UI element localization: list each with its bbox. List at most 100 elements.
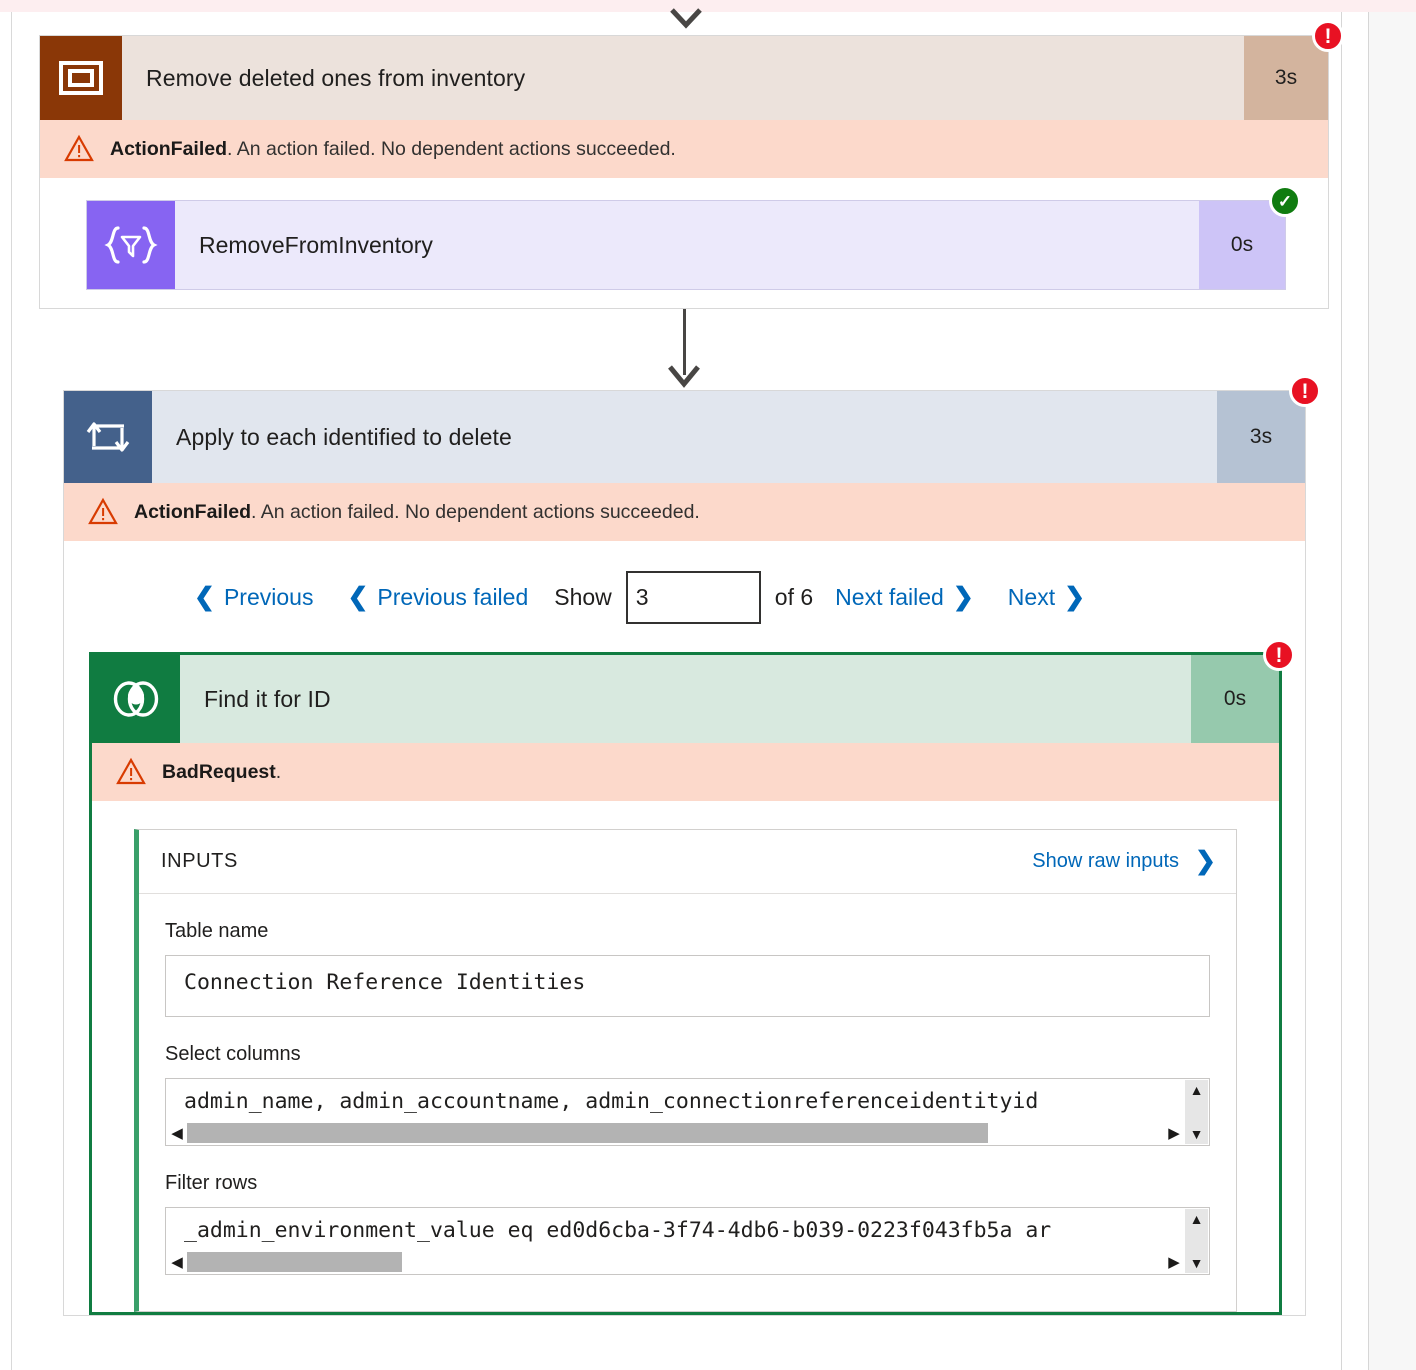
scope-children: ✓ RemoveFromInventory 0s bbox=[40, 185, 1328, 308]
field-label: Select columns bbox=[165, 1043, 301, 1065]
inputs-section-title: INPUTS bbox=[161, 850, 238, 872]
status-badge-failed: ! bbox=[1312, 20, 1344, 52]
vertical-scrollbar[interactable]: ▲ ▼ bbox=[1185, 1209, 1208, 1273]
scope-icon bbox=[40, 36, 122, 120]
inputs-panel: INPUTS Show raw inputs ❯ Table name Conn… bbox=[134, 829, 1237, 1312]
status-glyph: ! bbox=[1301, 379, 1309, 403]
apply-to-each-card[interactable]: ! Apply to each identified to delete 3s bbox=[63, 375, 1321, 1316]
status-glyph: ! bbox=[1324, 24, 1332, 48]
field-value: admin_name, admin_accountname, admin_con… bbox=[184, 1089, 1039, 1114]
field-label: Filter rows bbox=[165, 1172, 258, 1194]
canvas-rail-right-1 bbox=[1341, 12, 1342, 1370]
hscroll-track[interactable] bbox=[187, 1123, 1164, 1143]
field-filter-rows: Filter rows _admin_environment_value eq … bbox=[165, 1172, 1210, 1275]
dataverse-action-title: Find it for ID bbox=[204, 685, 331, 712]
horizontal-scrollbar[interactable]: ◀ ▶ bbox=[167, 1251, 1184, 1273]
connector-arrow-top bbox=[669, 8, 702, 29]
previous-button[interactable]: ❮ Previous bbox=[194, 584, 313, 611]
dataverse-error-strip: BadRequest. bbox=[92, 743, 1279, 801]
status-glyph: ✓ bbox=[1277, 191, 1293, 211]
apply-to-each-error-text: ActionFailed. An action failed. No depen… bbox=[134, 501, 700, 524]
scope-action-card[interactable]: ! Remove deleted ones from inventory 3s … bbox=[39, 20, 1344, 309]
horizontal-scrollbar[interactable]: ◀ ▶ bbox=[167, 1122, 1184, 1144]
apply-to-each-header[interactable]: Apply to each identified to delete 3s bbox=[64, 391, 1305, 483]
apply-to-each-error-strip: ActionFailed. An action failed. No depen… bbox=[64, 483, 1305, 541]
iteration-pager: ❮ Previous ❮ Previous failed Show of 6 N… bbox=[64, 541, 1305, 652]
scope-body-top-spacer bbox=[40, 178, 1328, 200]
scope-title: Remove deleted ones from inventory bbox=[146, 64, 526, 91]
field-label: Table name bbox=[165, 920, 269, 942]
field-value-box[interactable]: _admin_environment_value eq ed0d6cba-3f7… bbox=[165, 1207, 1210, 1275]
connector-line-1 bbox=[683, 309, 686, 375]
hscroll-thumb[interactable] bbox=[187, 1252, 402, 1272]
connector-arrow-1 bbox=[667, 364, 700, 388]
next-button[interactable]: Next ❯ bbox=[1008, 584, 1085, 611]
scroll-right-icon[interactable]: ▶ bbox=[1168, 1253, 1180, 1271]
chevron-right-icon: ❯ bbox=[1195, 847, 1216, 875]
iteration-index-input[interactable] bbox=[625, 571, 761, 624]
previous-failed-button[interactable]: ❮ Previous failed bbox=[347, 584, 528, 611]
next-failed-label: Next failed bbox=[835, 584, 944, 610]
scroll-up-icon[interactable]: ▲ bbox=[1189, 1082, 1204, 1098]
field-value: _admin_environment_value eq ed0d6cba-3f7… bbox=[184, 1218, 1052, 1243]
field-table-name: Table name Connection Reference Identiti… bbox=[165, 920, 1210, 1017]
error-message: . An action failed. No dependent actions… bbox=[251, 500, 700, 523]
scope-error-text: ActionFailed. An action failed. No depen… bbox=[110, 138, 676, 161]
chevron-left-icon: ❮ bbox=[194, 583, 215, 611]
next-failed-button[interactable]: Next failed ❯ bbox=[835, 584, 974, 611]
vertical-scrollbar[interactable]: ▲ ▼ bbox=[1185, 1080, 1208, 1144]
scope-duration: 3s bbox=[1244, 36, 1328, 120]
scroll-left-icon[interactable]: ◀ bbox=[171, 1253, 183, 1271]
scroll-down-icon[interactable]: ▼ bbox=[1189, 1126, 1204, 1142]
error-code: BadRequest bbox=[162, 760, 276, 783]
filter-array-duration: 0s bbox=[1199, 201, 1285, 289]
top-accent-strip bbox=[0, 0, 1416, 12]
inputs-panel-header: INPUTS Show raw inputs ❯ bbox=[139, 830, 1236, 894]
next-label: Next bbox=[1007, 584, 1056, 610]
dataverse-action-card[interactable]: ! Find it for ID 0s bbox=[89, 639, 1295, 1315]
canvas-rail-right-2 bbox=[1368, 12, 1369, 1370]
inputs-fields: Table name Connection Reference Identiti… bbox=[139, 894, 1236, 1311]
status-glyph: ! bbox=[1275, 643, 1283, 667]
status-badge-failed: ! bbox=[1263, 639, 1295, 671]
hscroll-thumb[interactable] bbox=[187, 1123, 989, 1143]
dataverse-icon bbox=[92, 655, 180, 743]
show-raw-inputs-label: Show raw inputs bbox=[1032, 850, 1180, 872]
show-label: Show bbox=[554, 584, 612, 610]
error-message: . bbox=[275, 760, 282, 783]
chevron-left-icon: ❮ bbox=[347, 583, 369, 611]
scroll-up-icon[interactable]: ▲ bbox=[1189, 1211, 1204, 1227]
warning-triangle-icon bbox=[64, 134, 94, 164]
scroll-left-icon[interactable]: ◀ bbox=[171, 1124, 183, 1142]
scroll-right-icon[interactable]: ▶ bbox=[1168, 1124, 1180, 1142]
error-code: ActionFailed bbox=[134, 500, 252, 523]
warning-triangle-icon bbox=[88, 497, 118, 527]
apply-to-each-title: Apply to each identified to delete bbox=[176, 423, 512, 450]
scope-error-message: . An action failed. No dependent actions… bbox=[227, 137, 676, 160]
right-gutter bbox=[1369, 12, 1416, 1370]
scope-error-code: ActionFailed bbox=[110, 137, 228, 160]
field-value-box[interactable]: Connection Reference Identities bbox=[165, 955, 1210, 1017]
chevron-right-icon: ❯ bbox=[1064, 583, 1086, 611]
warning-triangle-icon bbox=[116, 757, 146, 787]
dataverse-error-text: BadRequest. bbox=[162, 761, 281, 784]
scope-card-header[interactable]: Remove deleted ones from inventory 3s bbox=[40, 36, 1328, 120]
canvas-rail-left bbox=[11, 12, 12, 1370]
chevron-right-icon: ❯ bbox=[952, 583, 974, 611]
dataverse-card-body: INPUTS Show raw inputs ❯ Table name Conn… bbox=[92, 801, 1279, 1312]
loop-repeat-icon bbox=[64, 391, 152, 483]
hscroll-track[interactable] bbox=[187, 1252, 1164, 1272]
of-count-label: of 6 bbox=[774, 584, 814, 610]
scope-error-strip: ActionFailed. An action failed. No depen… bbox=[40, 120, 1328, 178]
scroll-down-icon[interactable]: ▼ bbox=[1189, 1255, 1204, 1271]
dataverse-action-duration: 0s bbox=[1191, 655, 1279, 743]
field-value-box[interactable]: admin_name, admin_accountname, admin_con… bbox=[165, 1078, 1210, 1146]
dataverse-card-header[interactable]: Find it for ID 0s bbox=[92, 655, 1279, 743]
previous-failed-label: Previous failed bbox=[377, 584, 529, 610]
show-raw-inputs-button[interactable]: Show raw inputs ❯ bbox=[1032, 849, 1216, 874]
filter-array-action-card[interactable]: ✓ RemoveFromInventory 0s bbox=[86, 185, 1301, 290]
status-badge-failed: ! bbox=[1289, 375, 1321, 407]
field-value: Connection Reference Identities bbox=[184, 970, 586, 995]
filter-array-title: RemoveFromInventory bbox=[199, 231, 433, 258]
previous-label: Previous bbox=[223, 584, 314, 610]
